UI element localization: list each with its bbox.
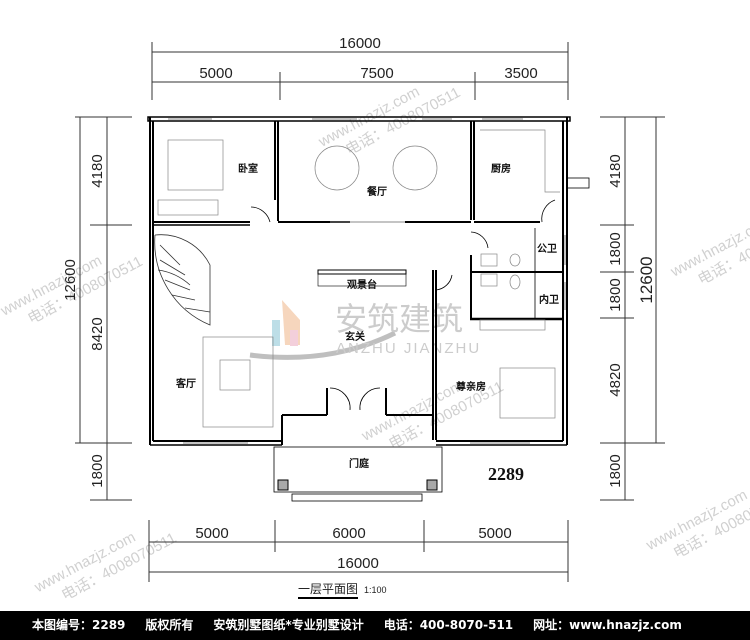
dim-left-total: 12600 xyxy=(62,259,79,301)
dim-top-1: 5000 xyxy=(199,65,232,82)
dimension-lines xyxy=(75,42,665,582)
room-label-kitchen: 厨房 xyxy=(491,162,511,175)
dim-right-total: 12600 xyxy=(637,256,656,303)
footer-website[interactable]: 网址：www.hnazjz.com xyxy=(533,618,682,632)
dim-top-3: 3500 xyxy=(504,65,537,82)
dim-bottom-1: 5000 xyxy=(195,525,228,542)
footer-plan-number: 本图编号：2289 xyxy=(32,618,126,632)
room-label-bedroom: 卧室 xyxy=(238,162,258,175)
footer-bar: 本图编号：2289 版权所有 安筑别墅图纸*专业别墅设计 电话：400-8070… xyxy=(0,611,750,640)
room-label-public-bath: 公卫 xyxy=(537,243,557,255)
dim-left-1: 4180 xyxy=(89,154,106,187)
dim-right-1: 4180 xyxy=(607,154,624,187)
spiral-staircase xyxy=(154,234,211,326)
dim-right-4: 4820 xyxy=(607,363,624,396)
footer-tagline: 安筑别墅图纸*专业别墅设计 xyxy=(213,618,364,632)
logo-cn-text: 安筑建筑 xyxy=(335,300,463,338)
dim-bottom-2: 6000 xyxy=(332,525,365,542)
floor-plan-drawing: www.hnazjz.com 电话：4008070511 www.hnazjz.… xyxy=(0,35,750,604)
plan-id-label: 2289 xyxy=(488,464,524,484)
porch-column xyxy=(277,479,289,491)
dim-right-5: 1800 xyxy=(607,454,624,487)
viewing-platform xyxy=(317,269,407,275)
drawing-scale: 1:100 xyxy=(364,585,387,595)
windows xyxy=(183,221,566,444)
room-label-living: 客厅 xyxy=(175,377,196,390)
furniture xyxy=(157,129,560,428)
dim-right-2: 1800 xyxy=(607,232,624,265)
dim-top-total: 16000 xyxy=(339,35,381,52)
drawing-title: 一层平面图 xyxy=(298,582,359,599)
anzhu-logo: 安筑建筑 ANZHU JIANZHU xyxy=(249,300,481,360)
room-label-inner-bath: 内卫 xyxy=(539,293,559,306)
doors xyxy=(250,199,556,411)
porch-column xyxy=(426,479,438,491)
dim-left-2: 8420 xyxy=(89,317,106,350)
dim-bottom-3: 5000 xyxy=(478,525,511,542)
logo-en-text: ANZHU JIANZHU xyxy=(336,340,481,357)
dim-left-3: 1800 xyxy=(89,454,106,487)
room-label-foyer: 玄关 xyxy=(345,330,365,343)
drawing-title-block: 一层平面图 1:100 xyxy=(298,578,387,599)
dim-bottom-total: 16000 xyxy=(337,555,379,572)
room-label-dining: 餐厅 xyxy=(366,185,387,198)
dim-top-2: 7500 xyxy=(360,65,393,82)
room-label-viewing-platform: 观景台 xyxy=(347,278,377,291)
footer-copyright: 版权所有 xyxy=(145,618,194,632)
room-label-porch: 门庭 xyxy=(349,457,370,470)
dim-right-3: 1800 xyxy=(607,278,624,311)
room-label-elder-room: 尊亲房 xyxy=(456,380,486,393)
footer-phone: 电话：400-8070-511 xyxy=(383,618,514,632)
